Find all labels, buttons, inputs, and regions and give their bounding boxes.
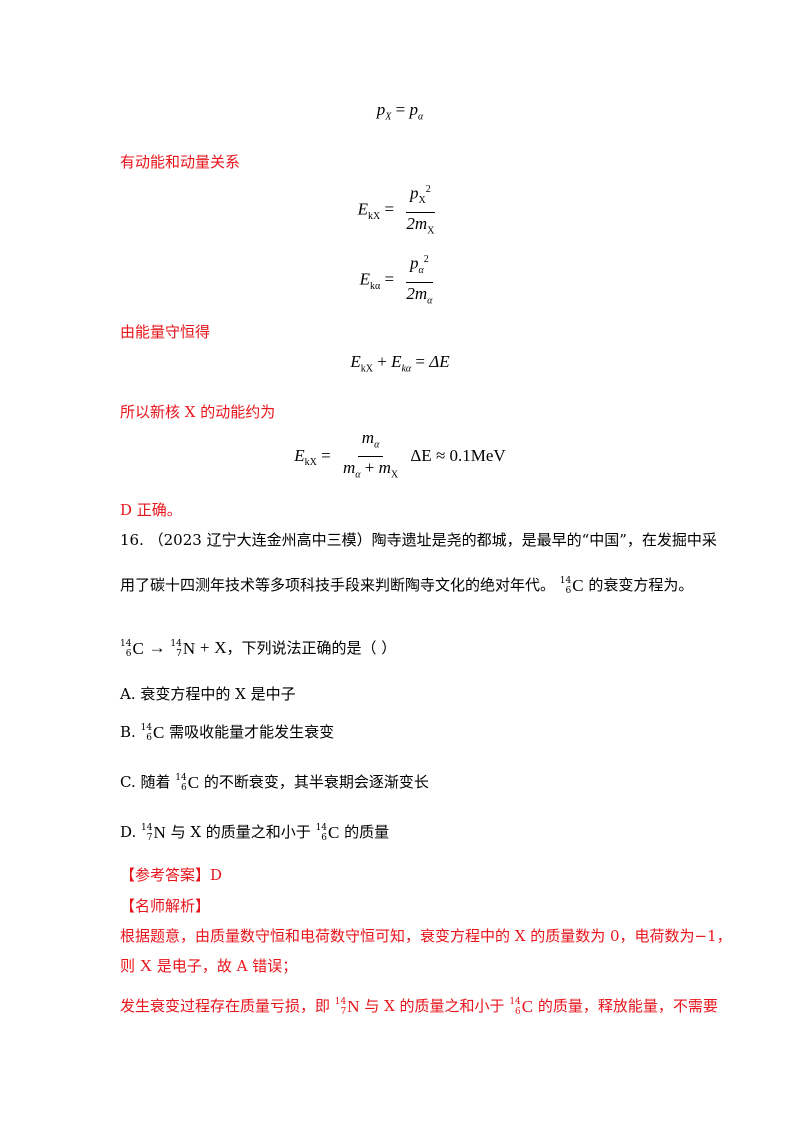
- analysis-line2: 则 X 是电子，故 A 错误；: [120, 956, 298, 975]
- analysis-line1: 根据题意，由质量数守恒和电荷数守恒可知，衰变方程中的 X 的质量数为 0，电荷数…: [120, 927, 732, 945]
- equation-ekx: EkX = pX2 2mX: [0, 180, 800, 241]
- text-so: 所以新核 X 的动能约为: [120, 403, 276, 421]
- text-relation: 有动能和动量关系: [120, 153, 241, 171]
- answer: 【参考答案】D: [120, 866, 223, 884]
- equation-eka: Ekα = pα2 2mα: [0, 250, 800, 311]
- text-energy: 由能量守恒得: [120, 323, 211, 341]
- equation-energy: EkX + Ekα = ΔE: [350, 352, 450, 375]
- question-16-line1: 16. （2023 辽宁大连金州高中三模）陶寺遗址是尧的都城，是最早的“中国”，…: [120, 531, 717, 549]
- text-d-correct: D 正确。: [120, 501, 182, 519]
- equation-final: EkX = mα mα + mX ΔE ≈ 0.1MeV: [294, 428, 506, 481]
- arrow-icon: →: [148, 638, 166, 657]
- equation-momentum: pX = pα: [376, 100, 424, 123]
- option-a: A. 衰变方程中的 X 是中子: [120, 685, 296, 703]
- analysis-title: 【名师解析】: [120, 897, 211, 915]
